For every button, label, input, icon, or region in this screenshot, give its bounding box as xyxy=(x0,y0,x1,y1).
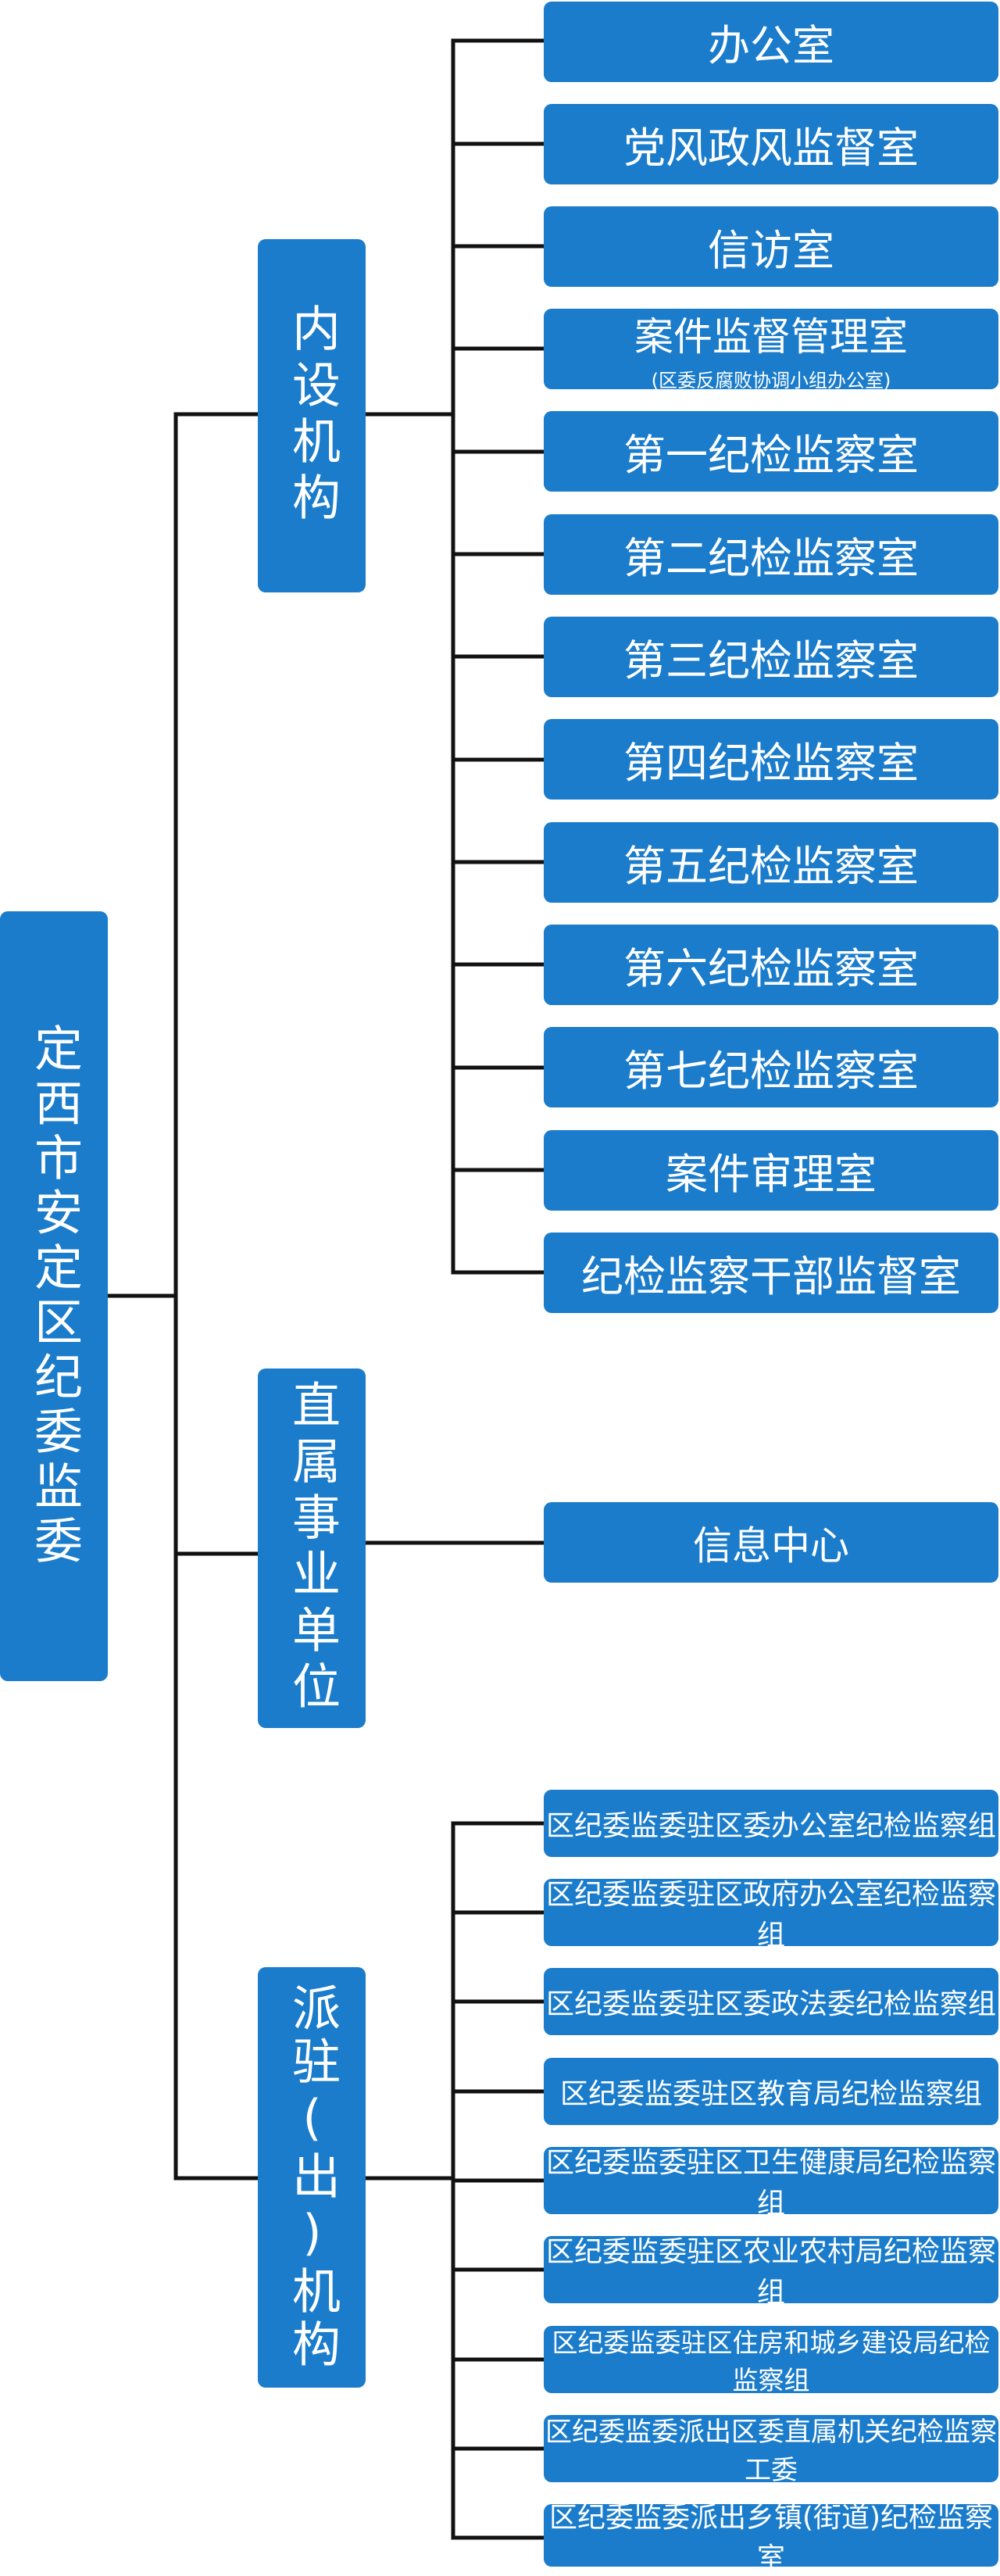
org-node: 区纪委监委驻区教育局纪检监察组 xyxy=(544,2058,998,2125)
org-node: 案件审理室 xyxy=(544,1130,998,1211)
org-node: 第七纪检监察室 xyxy=(544,1027,998,1107)
org-label: 第七纪检监察室 xyxy=(623,1046,919,1096)
org-label: 区纪委监委派出区委直属机关纪检监察工委 xyxy=(545,2417,997,2486)
root-label: 定西市安定区纪委监委 xyxy=(26,1022,83,1570)
org-label: 区纪委监委驻区政府办公室纪检监察组 xyxy=(545,1879,996,1952)
org-label: 区纪委监委驻区教育局纪检监察组 xyxy=(559,2078,982,2110)
root-node: 定西市安定区纪委监委 xyxy=(0,911,108,1681)
org-sublabel: (区委反腐败协调小组办公室) xyxy=(651,370,891,392)
org-node: 区纪委监委驻区委办公室纪检监察组 xyxy=(544,1790,998,1857)
org-node: 信息中心 xyxy=(544,1502,998,1583)
org-label: 信息中心 xyxy=(693,1522,849,1569)
org-node: 案件监督管理室 (区委反腐败协调小组办公室) xyxy=(544,309,998,392)
org-label: 区纪委监委派出乡镇(街道)纪检监察室 xyxy=(548,2502,994,2574)
org-node: 区纪委监委驻区委政法委纪检监察组 xyxy=(544,1968,998,2035)
org-label: 区纪委监委驻区农业农村局纪检监察组 xyxy=(545,2236,996,2309)
category-label: 直属事业单位 xyxy=(284,1379,341,1717)
org-label: 党风政风监督室 xyxy=(623,123,919,173)
org-node: 第三纪检监察室 xyxy=(544,617,998,697)
org-label: 第四纪检监察室 xyxy=(623,739,919,788)
org-label: 第六纪检监察室 xyxy=(623,944,919,993)
org-label: 第五纪检监察室 xyxy=(623,842,919,891)
org-node: 信访室 xyxy=(544,206,998,287)
org-label: 区纪委监委驻区委政法委纪检监察组 xyxy=(545,1988,996,2020)
org-node: 区纪委监委驻区农业农村局纪检监察组 xyxy=(544,2236,998,2309)
org-node: 区纪委监委驻区政府办公室纪检监察组 xyxy=(544,1879,998,1952)
org-label: 纪检监察干部监督室 xyxy=(581,1252,961,1301)
org-node: 第四纪检监察室 xyxy=(544,719,998,800)
org-label: 案件审理室 xyxy=(666,1150,877,1199)
org-node: 区纪委监委驻区卫生健康局纪检监察组 xyxy=(544,2147,998,2220)
org-node: 区纪委监委派出乡镇(街道)纪检监察室 xyxy=(544,2502,998,2574)
org-label: 信访室 xyxy=(708,226,834,275)
org-label: 办公室 xyxy=(708,21,834,70)
org-label: 区纪委监委驻区委办公室纪检监察组 xyxy=(545,1810,996,1842)
category-dispatched: 派驻(出)机构 xyxy=(258,1967,366,2388)
org-node: 区纪委监委派出区委直属机关纪检监察工委 xyxy=(544,2415,998,2486)
org-label: 区纪委监委驻区住房和城乡建设局纪检监察组 xyxy=(552,2327,991,2395)
category-label: 派驻(出)机构 xyxy=(284,1983,341,2372)
category-label: 内设机构 xyxy=(284,303,341,528)
org-node: 区纪委监委驻区住房和城乡建设局纪检监察组 xyxy=(544,2326,998,2395)
org-node: 办公室 xyxy=(544,2,998,82)
org-node: 第六纪检监察室 xyxy=(544,925,998,1005)
org-label: 案件监督管理室 xyxy=(634,314,908,360)
org-label: 区纪委监委驻区卫生健康局纪检监察组 xyxy=(545,2147,996,2220)
org-label: 第二纪检监察室 xyxy=(623,534,919,583)
org-node: 第五纪检监察室 xyxy=(544,822,998,903)
category-internal: 内设机构 xyxy=(258,239,366,592)
org-label: 第三纪检监察室 xyxy=(623,636,919,685)
org-label: 第一纪检监察室 xyxy=(623,431,919,480)
org-node: 第一纪检监察室 xyxy=(544,411,998,492)
org-node: 纪检监察干部监督室 xyxy=(544,1233,998,1313)
org-node: 党风政风监督室 xyxy=(544,104,998,184)
category-affiliated: 直属事业单位 xyxy=(258,1368,366,1728)
org-node: 第二纪检监察室 xyxy=(544,514,998,595)
